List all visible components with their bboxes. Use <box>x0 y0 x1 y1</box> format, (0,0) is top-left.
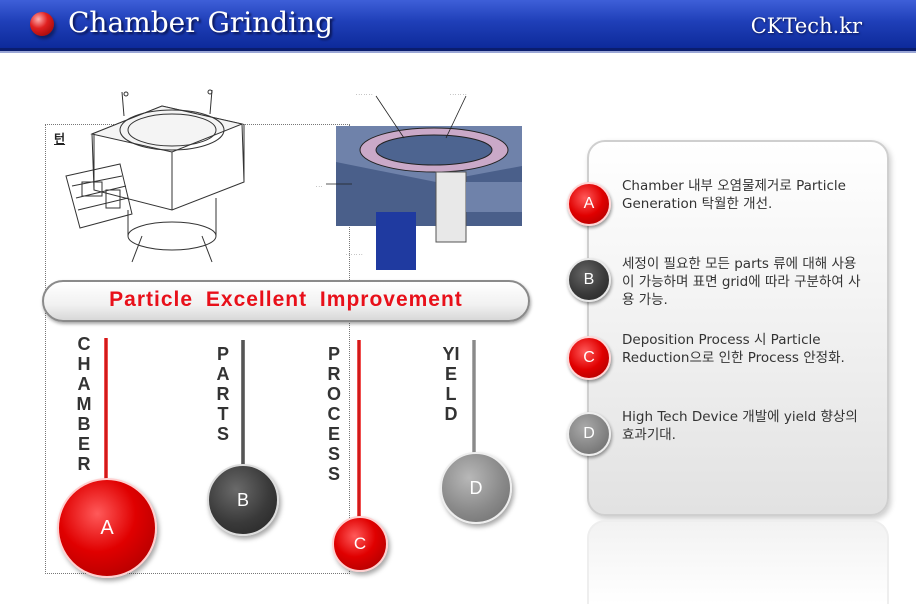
svg-text:· · · · · · ·: · · · · · · · <box>450 92 467 97</box>
stem-chamber <box>104 338 108 506</box>
item-d-badge-label: D <box>583 425 595 442</box>
stem-parts <box>241 340 245 470</box>
panel-reflection <box>587 520 889 604</box>
column-word-process: PROCESS <box>326 344 341 484</box>
item-c-badge: C <box>567 336 611 380</box>
logo-ball-icon <box>30 12 54 36</box>
description-panel <box>587 140 889 516</box>
ball-c-label: C <box>353 534 367 553</box>
ball-b-label: B <box>236 490 249 510</box>
ball-b: B <box>207 464 279 536</box>
column-word-chamber: CHAMBER <box>76 334 92 474</box>
stem-process <box>357 340 361 520</box>
cross-section-drawing-image: · · · · · · · · · · · · · · · · · · · · … <box>316 92 522 270</box>
item-b-text: 세정이 필요한 모든 parts 류에 대해 사용이 가능하며 표면 grid에… <box>622 256 861 308</box>
svg-text:· · · · · · ·: · · · · · · · <box>356 92 373 97</box>
page-title: Chamber Grinding <box>68 6 334 39</box>
header-bar: Chamber Grinding CKTech.kr <box>0 0 916 51</box>
item-b-badge-label: B <box>583 271 595 288</box>
header-divider <box>0 51 916 53</box>
frame-mark: 턴 <box>54 132 66 146</box>
stem-yield <box>472 340 476 458</box>
item-c-badge-label: C <box>583 349 595 366</box>
item-d-text: High Tech Device 개발에 yield 향상의 효과기대. <box>622 409 858 443</box>
banner-text: Particle Excellent Improvement <box>109 288 463 311</box>
column-word-yield: YIELD <box>442 344 460 424</box>
svg-text:· · · · · · ·: · · · · · · · <box>346 252 363 257</box>
brand-name: CKTech.kr <box>750 14 862 38</box>
item-a-badge: A <box>567 182 611 226</box>
ball-c: C <box>332 516 388 572</box>
chamber-drawing-image <box>65 89 245 263</box>
item-a-text: Chamber 내부 오염물제거로 Particle Generation 탁월… <box>622 178 846 212</box>
ball-a-label: A <box>100 517 114 539</box>
svg-text:· · ·: · · · <box>316 184 322 189</box>
item-b-badge: B <box>567 258 611 302</box>
ball-a: A <box>57 478 157 578</box>
ball-d: D <box>440 452 512 524</box>
ball-d-label: D <box>469 478 483 498</box>
item-c-text: Deposition Process 시 Particle Reduction으… <box>622 332 845 366</box>
item-d-badge: D <box>567 412 611 456</box>
banner: Particle Excellent Improvement <box>42 280 530 322</box>
item-a-badge-label: A <box>583 195 595 212</box>
column-word-parts: PARTS <box>216 344 230 444</box>
